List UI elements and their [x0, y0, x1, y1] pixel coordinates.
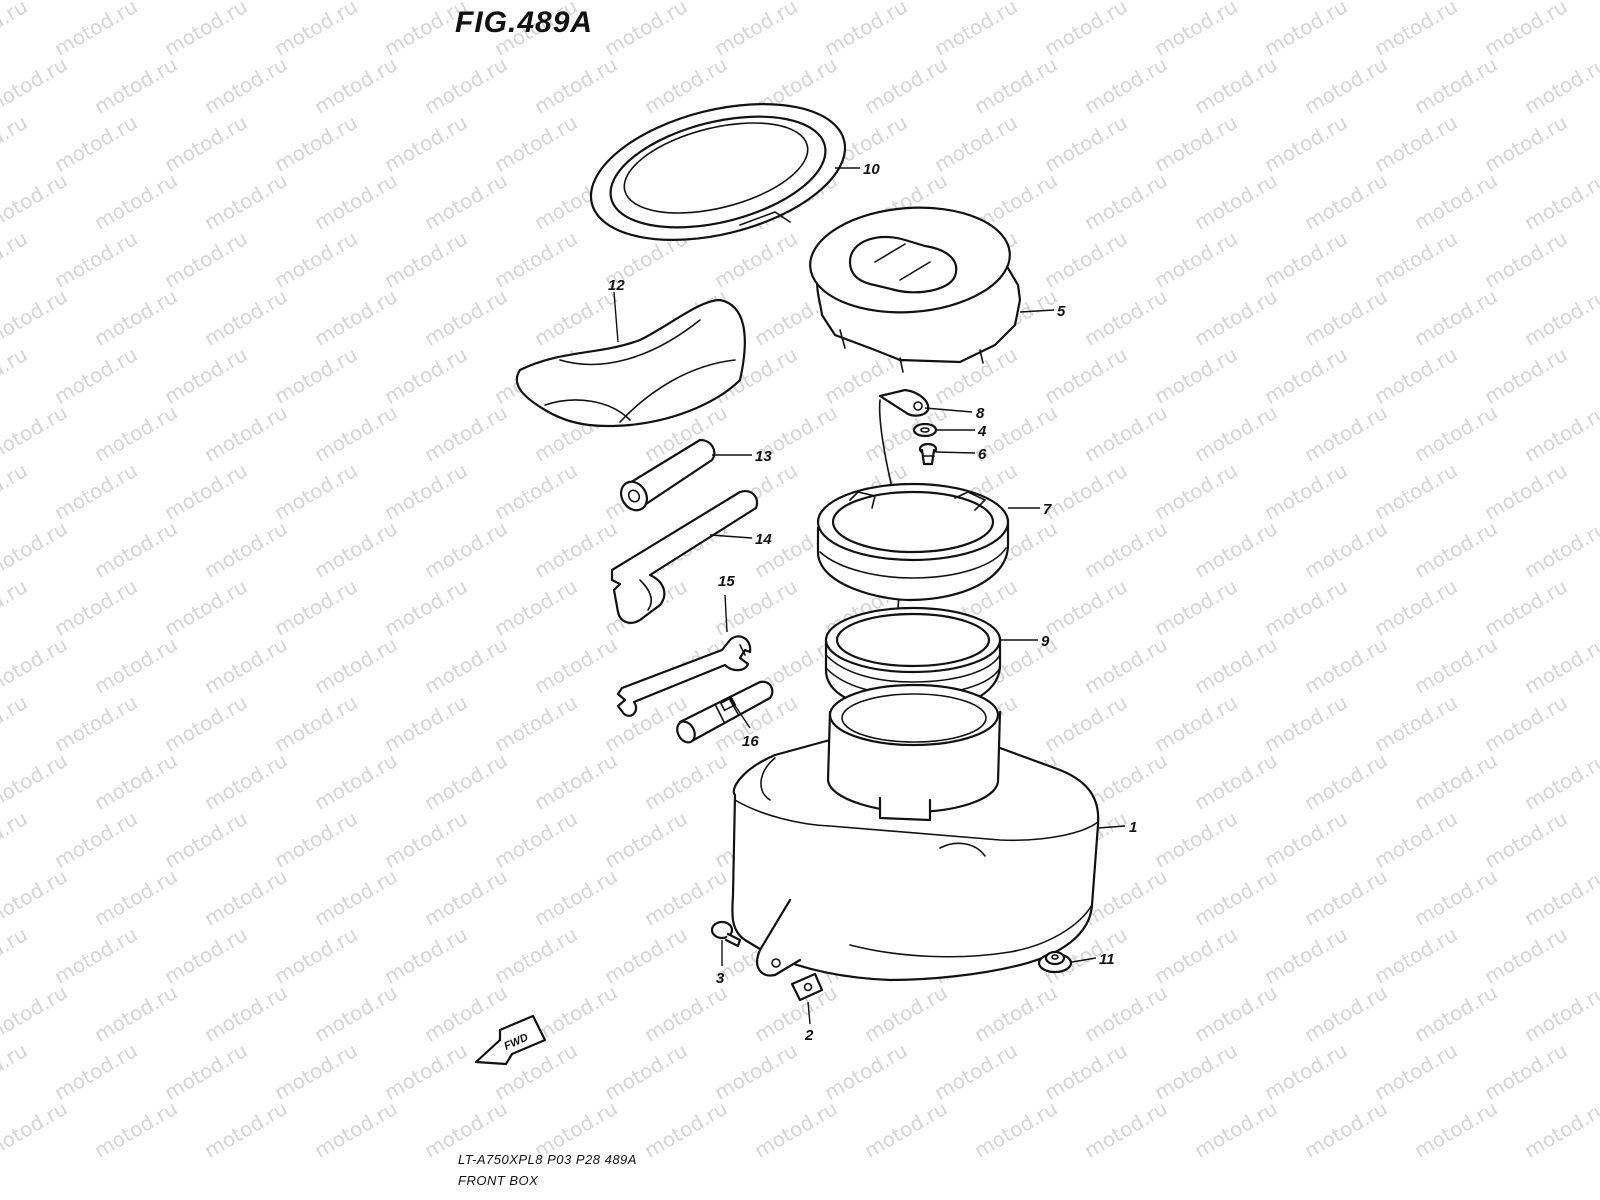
- part-front-box-cap: [809, 206, 1022, 373]
- callout-10: 10: [863, 161, 880, 178]
- callout-6: 6: [978, 446, 987, 463]
- callout-13: 13: [755, 448, 772, 465]
- part-tool-tube: [619, 438, 716, 512]
- part-tapping-screw: [710, 920, 742, 948]
- callout-3: 3: [716, 970, 725, 987]
- part-open-wrench: [616, 635, 752, 717]
- part-nut-clip: [790, 972, 824, 1002]
- callout-11: 11: [1099, 951, 1115, 968]
- part-screw: [918, 442, 938, 466]
- section-name: FRONT BOX: [458, 1173, 539, 1188]
- part-spanner-wrench: [610, 490, 759, 624]
- part-strap-clip: [878, 388, 930, 417]
- callout-14: 14: [755, 531, 772, 548]
- callout-15: 15: [718, 573, 735, 590]
- part-washer: [912, 422, 938, 438]
- callout-4: 4: [977, 423, 987, 440]
- part-cap-ring: [816, 482, 1010, 602]
- part-nut: [1037, 950, 1073, 974]
- part-tool-bag: [515, 298, 746, 428]
- part-front-box-body: [731, 683, 1100, 982]
- callout-12: 12: [608, 277, 625, 294]
- forward-arrow-icon: FWD: [474, 1014, 547, 1066]
- callout-16: 16: [742, 733, 759, 750]
- part-lid-gasket-ring: [589, 103, 847, 241]
- leader-lines: [613, 167, 1126, 1025]
- callout-5: 5: [1057, 303, 1066, 320]
- callout-labels: 10 12 5 8 4 6 13 7 14 15 9 16 1 3 2 11: [608, 161, 1137, 1044]
- callout-8: 8: [976, 405, 985, 422]
- callout-1: 1: [1129, 819, 1137, 836]
- model-code: LT-A750XPL8 P03 P28 489A: [458, 1152, 637, 1167]
- part-plug-wrench: [676, 680, 774, 744]
- callout-7: 7: [1043, 501, 1052, 518]
- callout-2: 2: [804, 1027, 814, 1044]
- figure-title: FIG.489A: [455, 6, 594, 39]
- callout-9: 9: [1041, 633, 1050, 650]
